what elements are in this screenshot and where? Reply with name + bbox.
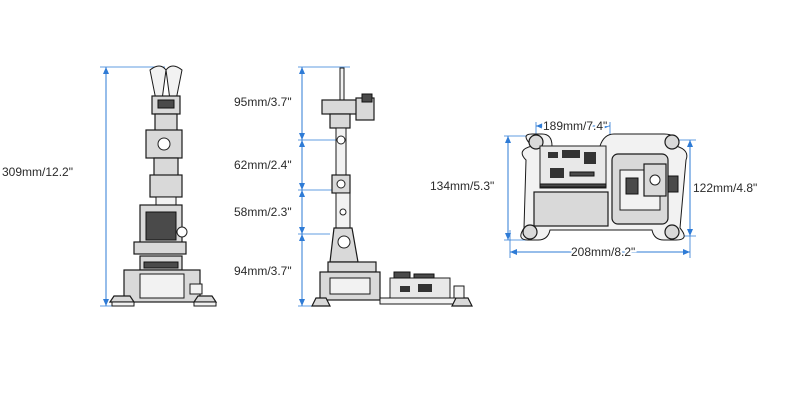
front-gripper — [149, 65, 183, 115]
bottom-width-label: 208mm/8.2" — [571, 245, 635, 259]
side-foot-right — [451, 297, 473, 307]
top-suction-cup-3 — [522, 224, 538, 240]
top-view: 189mm/7.4" 208mm/8.2" 134mm/5.3" 122mm/4… — [430, 117, 757, 261]
front-height-label: 309mm/12.2" — [2, 165, 73, 179]
side-dim-label-2: 62mm/2.4" — [234, 158, 292, 172]
side-view: 95mm/3.7" 62mm/2.4" 58mm/2.3" 94mm/3.7" — [234, 66, 473, 307]
side-dim-label-4: 94mm/3.7" — [234, 264, 292, 278]
top-battery-box — [533, 191, 609, 227]
side-foot-left — [311, 297, 331, 307]
side-arm — [311, 67, 473, 307]
right-height-label: 122mm/4.8" — [693, 181, 757, 195]
side-dim-label-1: 95mm/3.7" — [234, 95, 292, 109]
top-suction-cup-4 — [664, 224, 680, 240]
top-suction-cup-2 — [664, 134, 680, 150]
front-servo-upper — [145, 129, 183, 159]
side-dim-label-3: 58mm/2.3" — [234, 205, 292, 219]
front-servo-mid — [149, 174, 183, 198]
top-width-label: 189mm/7.4" — [543, 119, 607, 133]
front-foot-right — [192, 295, 218, 303]
front-view: 309mm/12.2" — [2, 65, 218, 307]
left-height-label: 134mm/5.3" — [430, 179, 494, 193]
front-foot-left — [108, 295, 136, 303]
